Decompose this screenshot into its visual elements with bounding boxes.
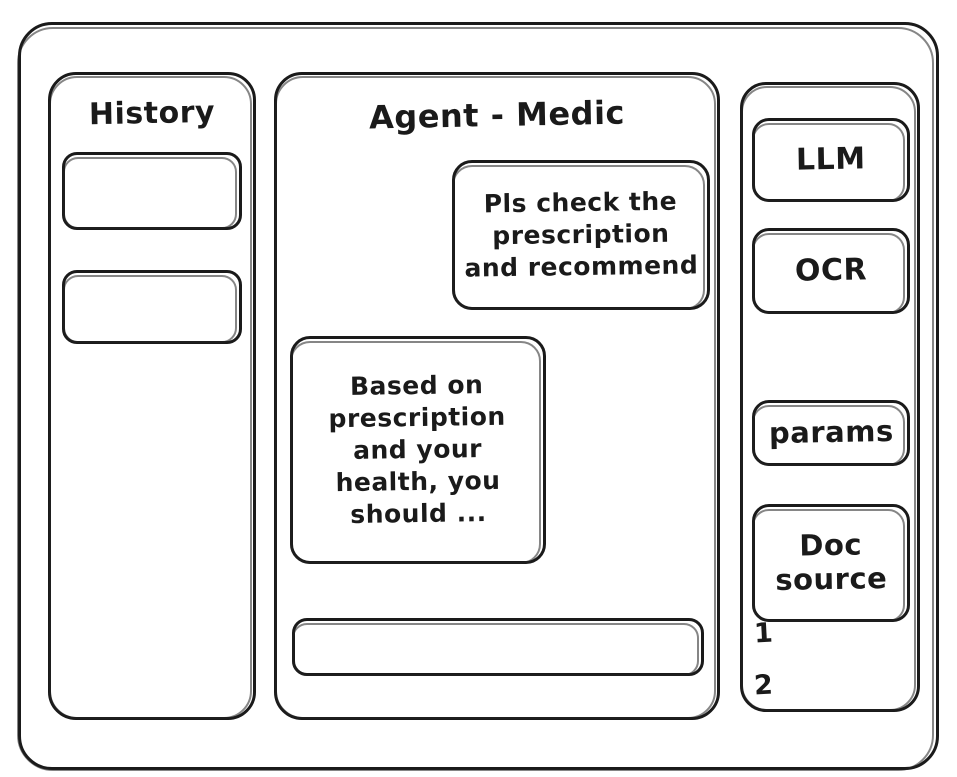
message-input[interactable] <box>292 618 704 676</box>
doc-source-item-2[interactable]: 2 <box>753 669 775 702</box>
tool-button-llm-label: LLM <box>795 140 867 178</box>
main-panel <box>274 72 720 720</box>
tools-panel <box>740 82 920 712</box>
history-list-item[interactable] <box>62 152 242 230</box>
tool-button-doc-source-label: Doc source <box>774 527 888 597</box>
chat-bubble-agent: Based on prescription and your health, y… <box>290 336 546 564</box>
chat-bubble-agent-text: Based on prescription and your health, y… <box>328 370 507 529</box>
chat-bubble-user-text: Pls check the prescription and recommend <box>464 186 699 283</box>
doc-source-item-1[interactable]: 1 <box>753 617 775 650</box>
tool-button-ocr-label: OCR <box>794 251 868 289</box>
tool-button-doc-source[interactable]: Doc source <box>752 504 910 622</box>
chat-bubble-user: Pls check the prescription and recommend <box>452 160 710 310</box>
history-panel-title: History <box>88 94 216 133</box>
history-panel <box>48 72 256 720</box>
tool-button-params-label: params <box>768 414 894 451</box>
tool-button-llm[interactable]: LLM <box>752 118 910 202</box>
tool-button-ocr[interactable]: OCR <box>752 228 910 314</box>
tool-button-params[interactable]: params <box>752 400 910 466</box>
history-list-item[interactable] <box>62 270 242 344</box>
